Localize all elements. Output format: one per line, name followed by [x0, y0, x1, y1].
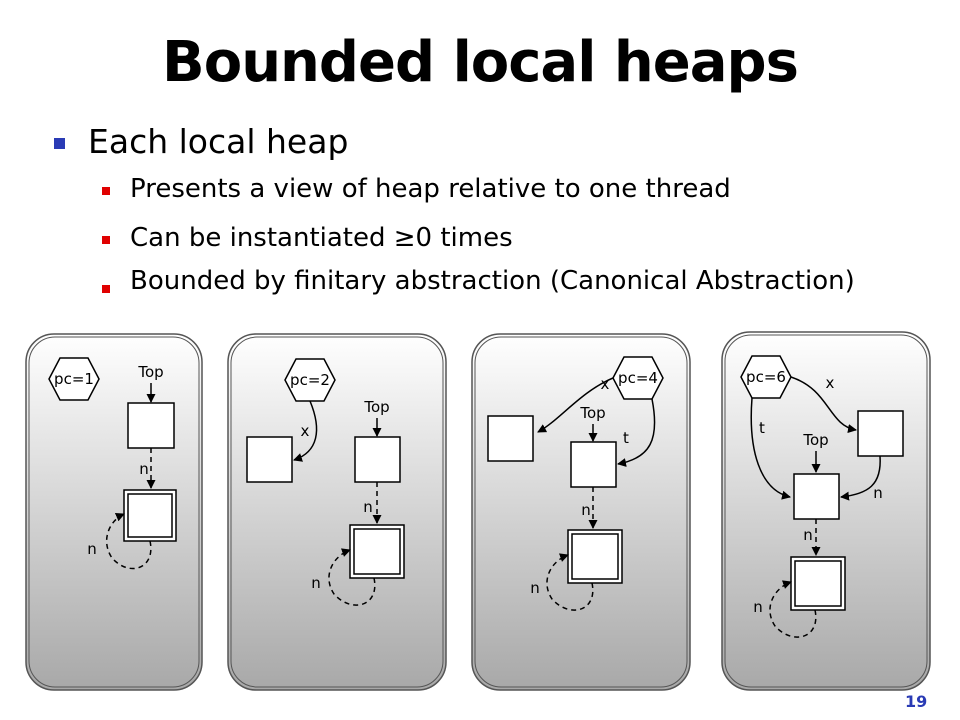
local-heap-panel-3: pc=4 x Top t n n	[471, 333, 691, 691]
heap-node	[570, 441, 617, 488]
edge-label-x: x	[826, 374, 835, 392]
pc-label: pc=4	[618, 369, 658, 387]
pc-label: pc=6	[746, 368, 786, 386]
edge-label-x: x	[601, 375, 610, 393]
sub-bullet-1: Presents a view of heap relative to one …	[130, 174, 731, 204]
edge-label-x: x	[301, 422, 310, 440]
pc-label: pc=1	[54, 370, 94, 388]
heap-node	[487, 415, 534, 462]
heap-node	[127, 402, 175, 449]
sub-bullet-marker	[102, 236, 110, 244]
top-label: Top	[579, 404, 605, 422]
heap-node	[246, 436, 293, 483]
slide-title: Bounded local heaps	[162, 30, 799, 95]
heap-node	[793, 473, 840, 520]
pc-hexagon	[284, 358, 336, 402]
local-heap-panel-2: pc=2 Top x n n	[227, 333, 447, 691]
pc-label: pc=2	[290, 371, 330, 389]
self-edge-label-n: n	[530, 579, 540, 597]
sub-bullet-2: Can be instantiated ≥0 times	[130, 223, 513, 253]
local-heap-panel-1: pc=1 Top n n	[25, 333, 203, 691]
local-heap-panel-4: pc=6 x t Top n n n	[721, 331, 931, 691]
bullet-marker	[54, 138, 65, 149]
edge-label-n: n	[139, 460, 149, 478]
top-label: Top	[363, 398, 389, 416]
pc-hexagon	[48, 357, 100, 401]
bullet-main: Each local heap	[88, 122, 349, 161]
edge-label-n-right: n	[873, 484, 883, 502]
pc-hexagon	[612, 356, 664, 400]
self-edge-label-n: n	[753, 598, 763, 616]
sub-bullet-3: Bounded by finitary abstraction (Canonic…	[130, 266, 855, 296]
top-label: Top	[137, 363, 163, 381]
edge-label-t: t	[759, 419, 765, 437]
top-label: Top	[802, 431, 828, 449]
self-edge-label-n: n	[311, 574, 321, 592]
sub-bullet-marker	[102, 285, 110, 293]
edge-label-n: n	[581, 501, 591, 519]
self-edge-label-n: n	[87, 540, 97, 558]
edge-label-n: n	[803, 526, 813, 544]
edge-label-n: n	[363, 498, 373, 516]
heap-node	[857, 410, 904, 457]
page-number: 19	[905, 692, 928, 711]
heap-node	[354, 436, 401, 483]
sub-bullet-marker	[102, 187, 110, 195]
edge-label-t: t	[623, 429, 629, 447]
